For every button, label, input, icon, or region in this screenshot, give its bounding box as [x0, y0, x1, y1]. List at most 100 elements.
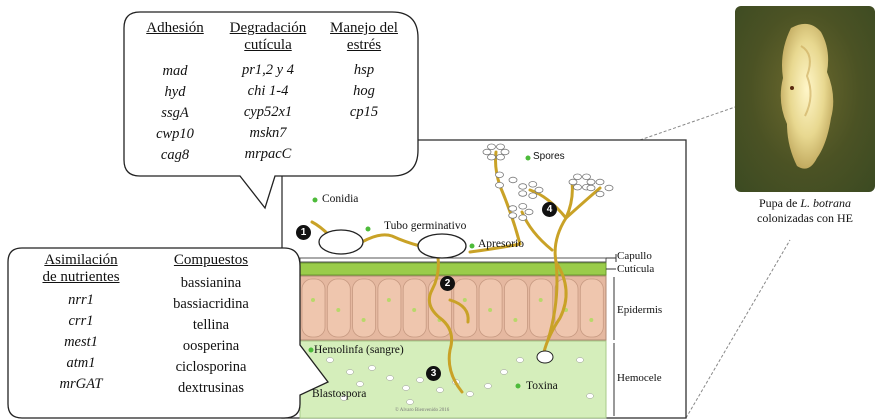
- epidermis-cell: [403, 279, 426, 337]
- compound-item: ciclosporina: [146, 357, 276, 378]
- gene-estres: cp15: [318, 102, 410, 123]
- cocoon-layer: [300, 258, 606, 262]
- copyright-text: © Alvaro Bienvenido 2016: [395, 408, 449, 413]
- spore: [509, 213, 517, 219]
- label-apresorio: Apresorio: [478, 238, 524, 250]
- spore: [569, 179, 577, 185]
- step-2-marker: 2: [440, 276, 455, 291]
- blastospore: [517, 358, 524, 363]
- label-toxina: Toxina: [526, 380, 558, 392]
- spore: [583, 174, 591, 180]
- blastospore: [587, 394, 594, 399]
- label-conidia: Conidia: [322, 193, 358, 205]
- gene-adhesion: ssgA: [130, 103, 220, 124]
- header-asimilacion-l2: de nutrientes: [22, 269, 140, 286]
- spore: [483, 149, 491, 155]
- layer-label-cuticula: Cutícula: [617, 263, 654, 275]
- gene-asimilacion: mrGAT: [22, 374, 140, 395]
- compound-item: dextrusinas: [146, 378, 276, 399]
- spore: [529, 181, 537, 187]
- appressorium: [418, 234, 466, 258]
- compound-item: bassianina: [146, 273, 276, 294]
- gene-asimilacion: atm1: [22, 353, 140, 374]
- gene-estres: hog: [318, 81, 410, 102]
- cell-nucleus: [589, 318, 593, 322]
- gene-degradacion: mrpacC: [216, 144, 320, 165]
- spore: [529, 193, 537, 199]
- spore: [497, 154, 505, 160]
- blastospore: [417, 378, 424, 383]
- spore: [519, 191, 527, 197]
- step-4-marker: 4: [542, 202, 557, 217]
- cell-nucleus: [463, 298, 467, 302]
- layer-label-capullo: Capullo: [617, 250, 652, 262]
- blastospore: [387, 376, 394, 381]
- spore: [501, 149, 509, 155]
- cell-nucleus: [387, 298, 391, 302]
- spore: [587, 179, 595, 185]
- spore: [574, 174, 582, 180]
- step-1-marker: 1: [296, 225, 311, 240]
- cell-nucleus: [513, 318, 517, 322]
- epidermis-cell: [353, 279, 376, 337]
- header-estres-l1: Manejo del: [318, 20, 410, 37]
- label-tubo: Tubo germinativo: [384, 220, 466, 232]
- spore: [519, 203, 527, 209]
- spore: [596, 179, 604, 185]
- blastospore: [403, 386, 410, 391]
- gene-degradacion: mskn7: [216, 123, 320, 144]
- blastospore: [485, 384, 492, 389]
- step-3-marker: 3: [426, 366, 441, 381]
- header-estres-l2: estrés: [318, 37, 410, 54]
- gene-degradacion: cyp52x1: [216, 102, 320, 123]
- epidermis-cell: [530, 279, 553, 337]
- blastospore: [407, 400, 414, 405]
- gene-adhesion: mad: [130, 61, 220, 82]
- gene-adhesion: hyd: [130, 82, 220, 103]
- gene-asimilacion: nrr1: [22, 290, 140, 311]
- compound-item: tellina: [146, 315, 276, 336]
- header-asimilacion-l1: Asimilación: [22, 252, 140, 269]
- spore: [535, 187, 543, 193]
- blastospore: [357, 382, 364, 387]
- spore: [519, 215, 527, 221]
- spore: [509, 177, 517, 183]
- spore: [605, 185, 613, 191]
- blastospore: [327, 358, 334, 363]
- gene-asimilacion: mest1: [22, 332, 140, 353]
- epidermis-cell: [327, 279, 350, 337]
- spore: [509, 206, 517, 212]
- header-degradacion-l1: Degradación: [216, 20, 320, 37]
- gene-adhesion: cag8: [130, 145, 220, 166]
- cell-nucleus: [336, 308, 340, 312]
- spore: [596, 191, 604, 197]
- conidium: [319, 230, 363, 254]
- spore: [496, 182, 504, 188]
- cell-nucleus: [412, 308, 416, 312]
- cell-nucleus: [488, 308, 492, 312]
- spore: [488, 144, 496, 150]
- blastospore: [437, 388, 444, 393]
- connector-line-bottom: [686, 240, 790, 418]
- col-adhesion: Adhesión madhydssgAcwp10cag8: [130, 20, 220, 166]
- epidermis-cell: [378, 279, 401, 337]
- spore: [497, 144, 505, 150]
- label-blastospora: Blastospora: [312, 388, 366, 400]
- epidermis-cell: [504, 279, 527, 337]
- blastospore: [577, 358, 584, 363]
- pupa-photo: [735, 6, 875, 192]
- blastospore: [501, 370, 508, 375]
- epidermis-cell: [302, 279, 325, 337]
- label-spores: Spores: [533, 151, 565, 162]
- spore: [488, 154, 496, 160]
- col-asimilacion: Asimilación de nutrientes nrr1crr1mest1a…: [22, 252, 140, 395]
- spore: [496, 172, 504, 178]
- blastospore: [369, 366, 376, 371]
- blastospore: [347, 370, 354, 375]
- header-adhesion: Adhesión: [130, 20, 220, 37]
- gene-asimilacion: crr1: [22, 311, 140, 332]
- layer-label-hemocele: Hemocele: [617, 372, 662, 384]
- layer-label-epidermis: Epidermis: [617, 304, 662, 316]
- header-compuestos: Compuestos: [146, 252, 276, 269]
- caption-line2: colonizadas con HE: [735, 211, 875, 226]
